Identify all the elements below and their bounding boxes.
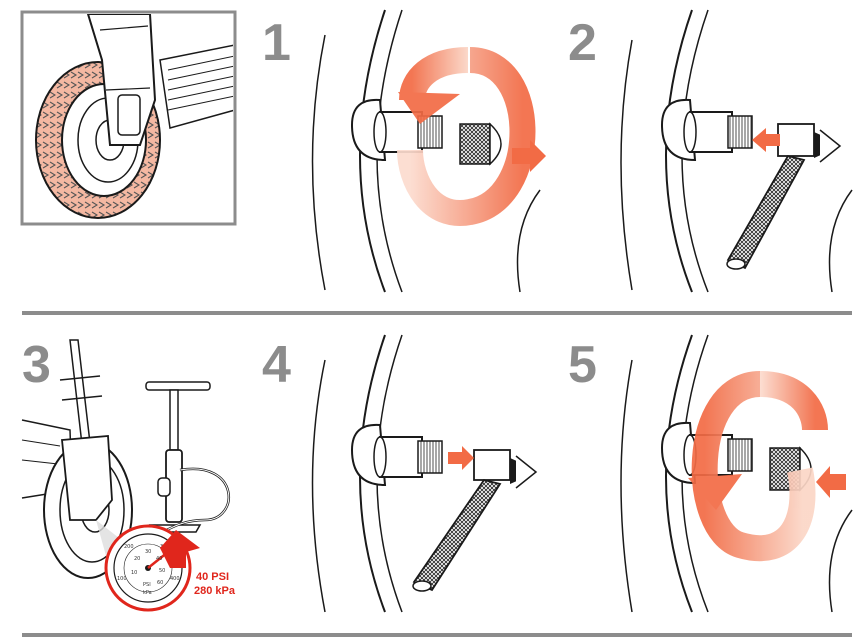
gauge-tick-60: 60 [157,580,163,586]
gauge-tick-100: 100 [117,576,127,582]
push-left-arrow-icon-step5 [816,466,846,498]
step-2-attach-pump-head [620,9,853,293]
gauge-tick-50: 50 [159,568,165,574]
rotate-clockwise-arrow-icon [688,371,828,562]
step-number-2: 2 [568,14,597,72]
gauge-tick-30: 30 [145,549,151,555]
target-pressure-arrow-icon [160,530,200,568]
gauge-tick-40: 40 [156,556,162,562]
step-5-replace-valve-cap [620,334,853,613]
target-pressure-psi: 40 PSI [196,571,229,583]
pull-right-arrow-icon [512,140,546,172]
step-number-3: 3 [22,336,51,394]
push-left-arrow-icon [752,128,780,152]
step-number-4: 4 [262,336,291,394]
step-1-remove-valve-cap [311,9,546,293]
gauge-tick-200: 200 [124,544,134,550]
gauge-unit-kpa: kPa [143,590,152,596]
step-4-remove-pump-head [311,334,538,613]
step-number-5: 5 [568,336,597,394]
gauge-tick-10: 10 [131,570,137,576]
target-pressure-kpa: 280 kPa [194,585,236,597]
rotate-counterclockwise-arrow-icon [397,47,536,226]
gauge-tick-400: 400 [170,576,180,582]
gauge-tick-20: 20 [134,556,140,562]
step-3-pump-to-pressure: 100 200 300 400 10 20 30 40 50 60 PSI kP… [21,339,236,612]
scooter-wheel-thumbnail [20,10,237,226]
pull-right-arrow-icon-step4 [448,446,474,470]
step-number-1: 1 [262,14,291,72]
gauge-unit-psi: PSI [143,582,151,588]
